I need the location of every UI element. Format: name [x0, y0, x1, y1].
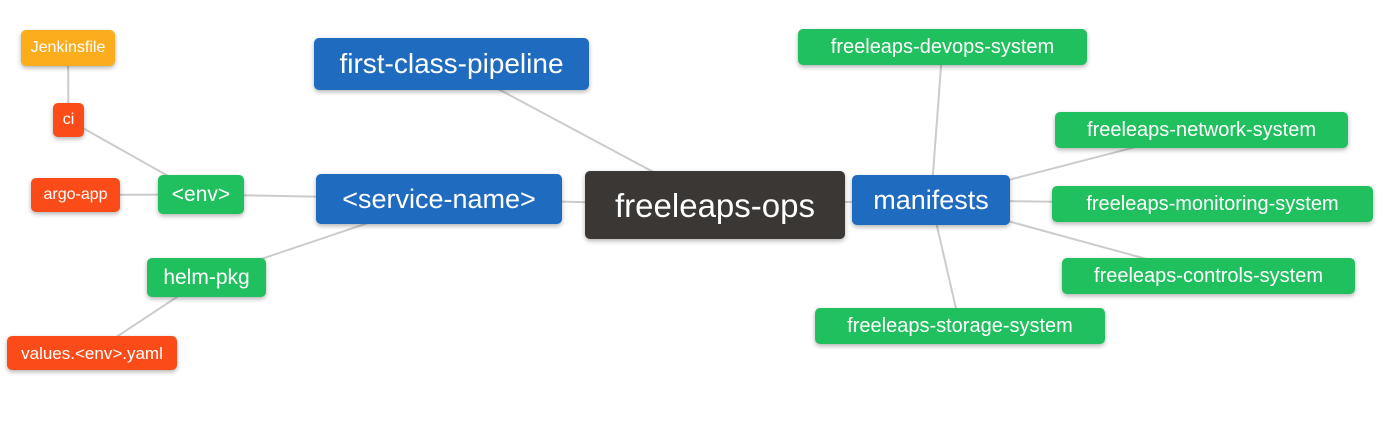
node-freeleaps-ops[interactable]: freeleaps-ops [585, 171, 845, 239]
node-jenkinsfile[interactable]: Jenkinsfile [21, 30, 115, 66]
node-freeleaps-network-system[interactable]: freeleaps-network-system [1055, 112, 1348, 148]
node-ci[interactable]: ci [53, 103, 84, 137]
node-freeleaps-controls-system[interactable]: freeleaps-controls-system [1062, 258, 1355, 294]
node-service-name[interactable]: <service-name> [316, 174, 562, 224]
node-env[interactable]: <env> [158, 175, 244, 214]
node-freeleaps-monitoring-system[interactable]: freeleaps-monitoring-system [1052, 186, 1373, 222]
node-helm-pkg[interactable]: helm-pkg [147, 258, 266, 297]
node-manifests[interactable]: manifests [852, 175, 1010, 225]
node-freeleaps-storage-system[interactable]: freeleaps-storage-system [815, 308, 1105, 344]
node-argo-app[interactable]: argo-app [31, 178, 120, 212]
node-first-class-pipeline[interactable]: first-class-pipeline [314, 38, 589, 90]
node-values-env-yaml[interactable]: values.<env>.yaml [7, 336, 177, 370]
node-freeleaps-devops-system[interactable]: freeleaps-devops-system [798, 29, 1087, 65]
